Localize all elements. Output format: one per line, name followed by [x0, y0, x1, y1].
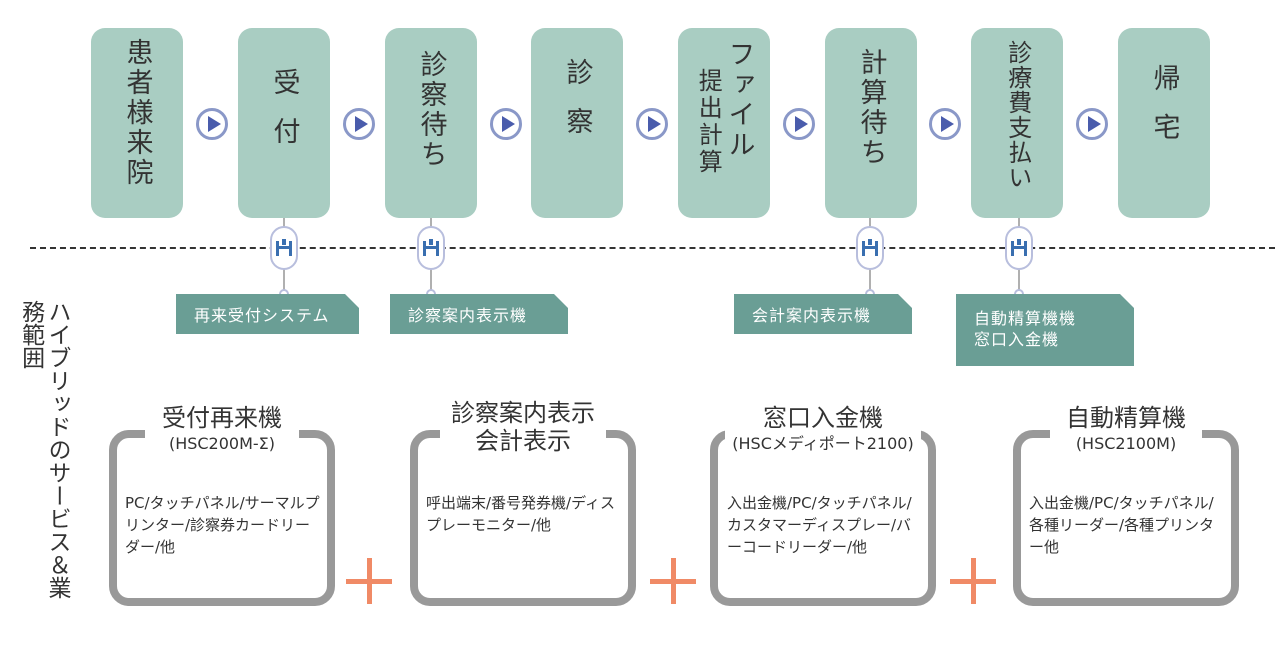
step-label-col2: 提出計算 — [694, 68, 723, 176]
step-reception: 受付 — [238, 28, 330, 218]
product-model: (HSC200M-Σ) — [168, 433, 276, 453]
step-label: 帰宅 — [1148, 64, 1180, 162]
system-label-reception: 再来受付システム — [176, 294, 359, 334]
next-arrow-icon — [343, 108, 375, 140]
product-title-window: 窓口入金機 (HSCメディポート2100) — [725, 404, 921, 453]
product-desc-display: 呼出端末/番号発券機/ディスプレーモニター/他 — [426, 494, 616, 534]
network-connector-icon — [856, 226, 884, 270]
next-arrow-icon — [636, 108, 668, 140]
product-desc-reception: PC/タッチパネル/サーマルプリンター/診察券カードリーダー/他 — [125, 494, 320, 556]
next-arrow-icon — [929, 108, 961, 140]
system-label-line: 自動精算機機 — [974, 309, 1077, 329]
service-scope-label: ハイブリッドのサービス＆業務範囲 — [17, 300, 70, 599]
network-connector-icon — [417, 226, 445, 270]
plus-icon — [650, 558, 696, 604]
step-label: 診療費支払い — [1003, 40, 1032, 190]
step-label: 計算待ち — [855, 48, 887, 168]
step-payment: 診療費支払い — [971, 28, 1063, 218]
next-arrow-icon — [783, 108, 815, 140]
plus-icon — [346, 558, 392, 604]
product-title-line2: 会計表示 — [475, 426, 571, 455]
step-waiting-billing: 計算待ち — [825, 28, 917, 218]
step-file-submit: ファイル 提出計算 — [678, 28, 770, 218]
system-label-billing-display: 会計案内表示機 — [734, 294, 912, 334]
step-return-home: 帰宅 — [1118, 28, 1210, 218]
step-label: 診察 — [561, 58, 593, 156]
product-title-reception: 受付再来機 (HSC200M-Σ) — [145, 404, 299, 453]
system-label-auto-pay: 自動精算機機 窓口入金機 — [956, 294, 1134, 366]
step-label: 患者様来院 — [121, 38, 153, 188]
product-desc-window: 入出金機/PC/タッチパネル/カスタマーディスプレー/バーコードリーダー/他 — [727, 494, 912, 556]
network-connector-icon — [270, 226, 298, 270]
step-label: 診察待ち — [415, 50, 447, 170]
plus-icon — [950, 558, 996, 604]
product-model: (HSCメディポート2100) — [732, 433, 914, 453]
network-connector-icon — [1005, 226, 1033, 270]
step-patient-arrival: 患者様来院 — [91, 28, 183, 218]
product-title-auto-pay: 自動精算機 (HSC2100M) — [1050, 404, 1202, 453]
product-model: (HSC2100M) — [1075, 433, 1177, 453]
product-title-display: 診察案内表示 会計表示 — [440, 399, 606, 456]
next-arrow-icon — [196, 108, 228, 140]
system-label-line: 窓口入金機 — [974, 330, 1060, 349]
next-arrow-icon — [1076, 108, 1108, 140]
system-label-consult-display: 診察案内表示機 — [390, 294, 568, 334]
product-desc-auto-pay: 入出金機/PC/タッチパネル/各種リーダー/各種プリンター他 — [1029, 494, 1215, 556]
step-consultation: 診察 — [531, 28, 623, 218]
divider-line — [30, 247, 1275, 249]
step-waiting-consult: 診察待ち — [385, 28, 477, 218]
next-arrow-icon — [490, 108, 522, 140]
step-label-col1: ファイル — [723, 40, 755, 160]
step-label: 受付 — [268, 68, 300, 166]
